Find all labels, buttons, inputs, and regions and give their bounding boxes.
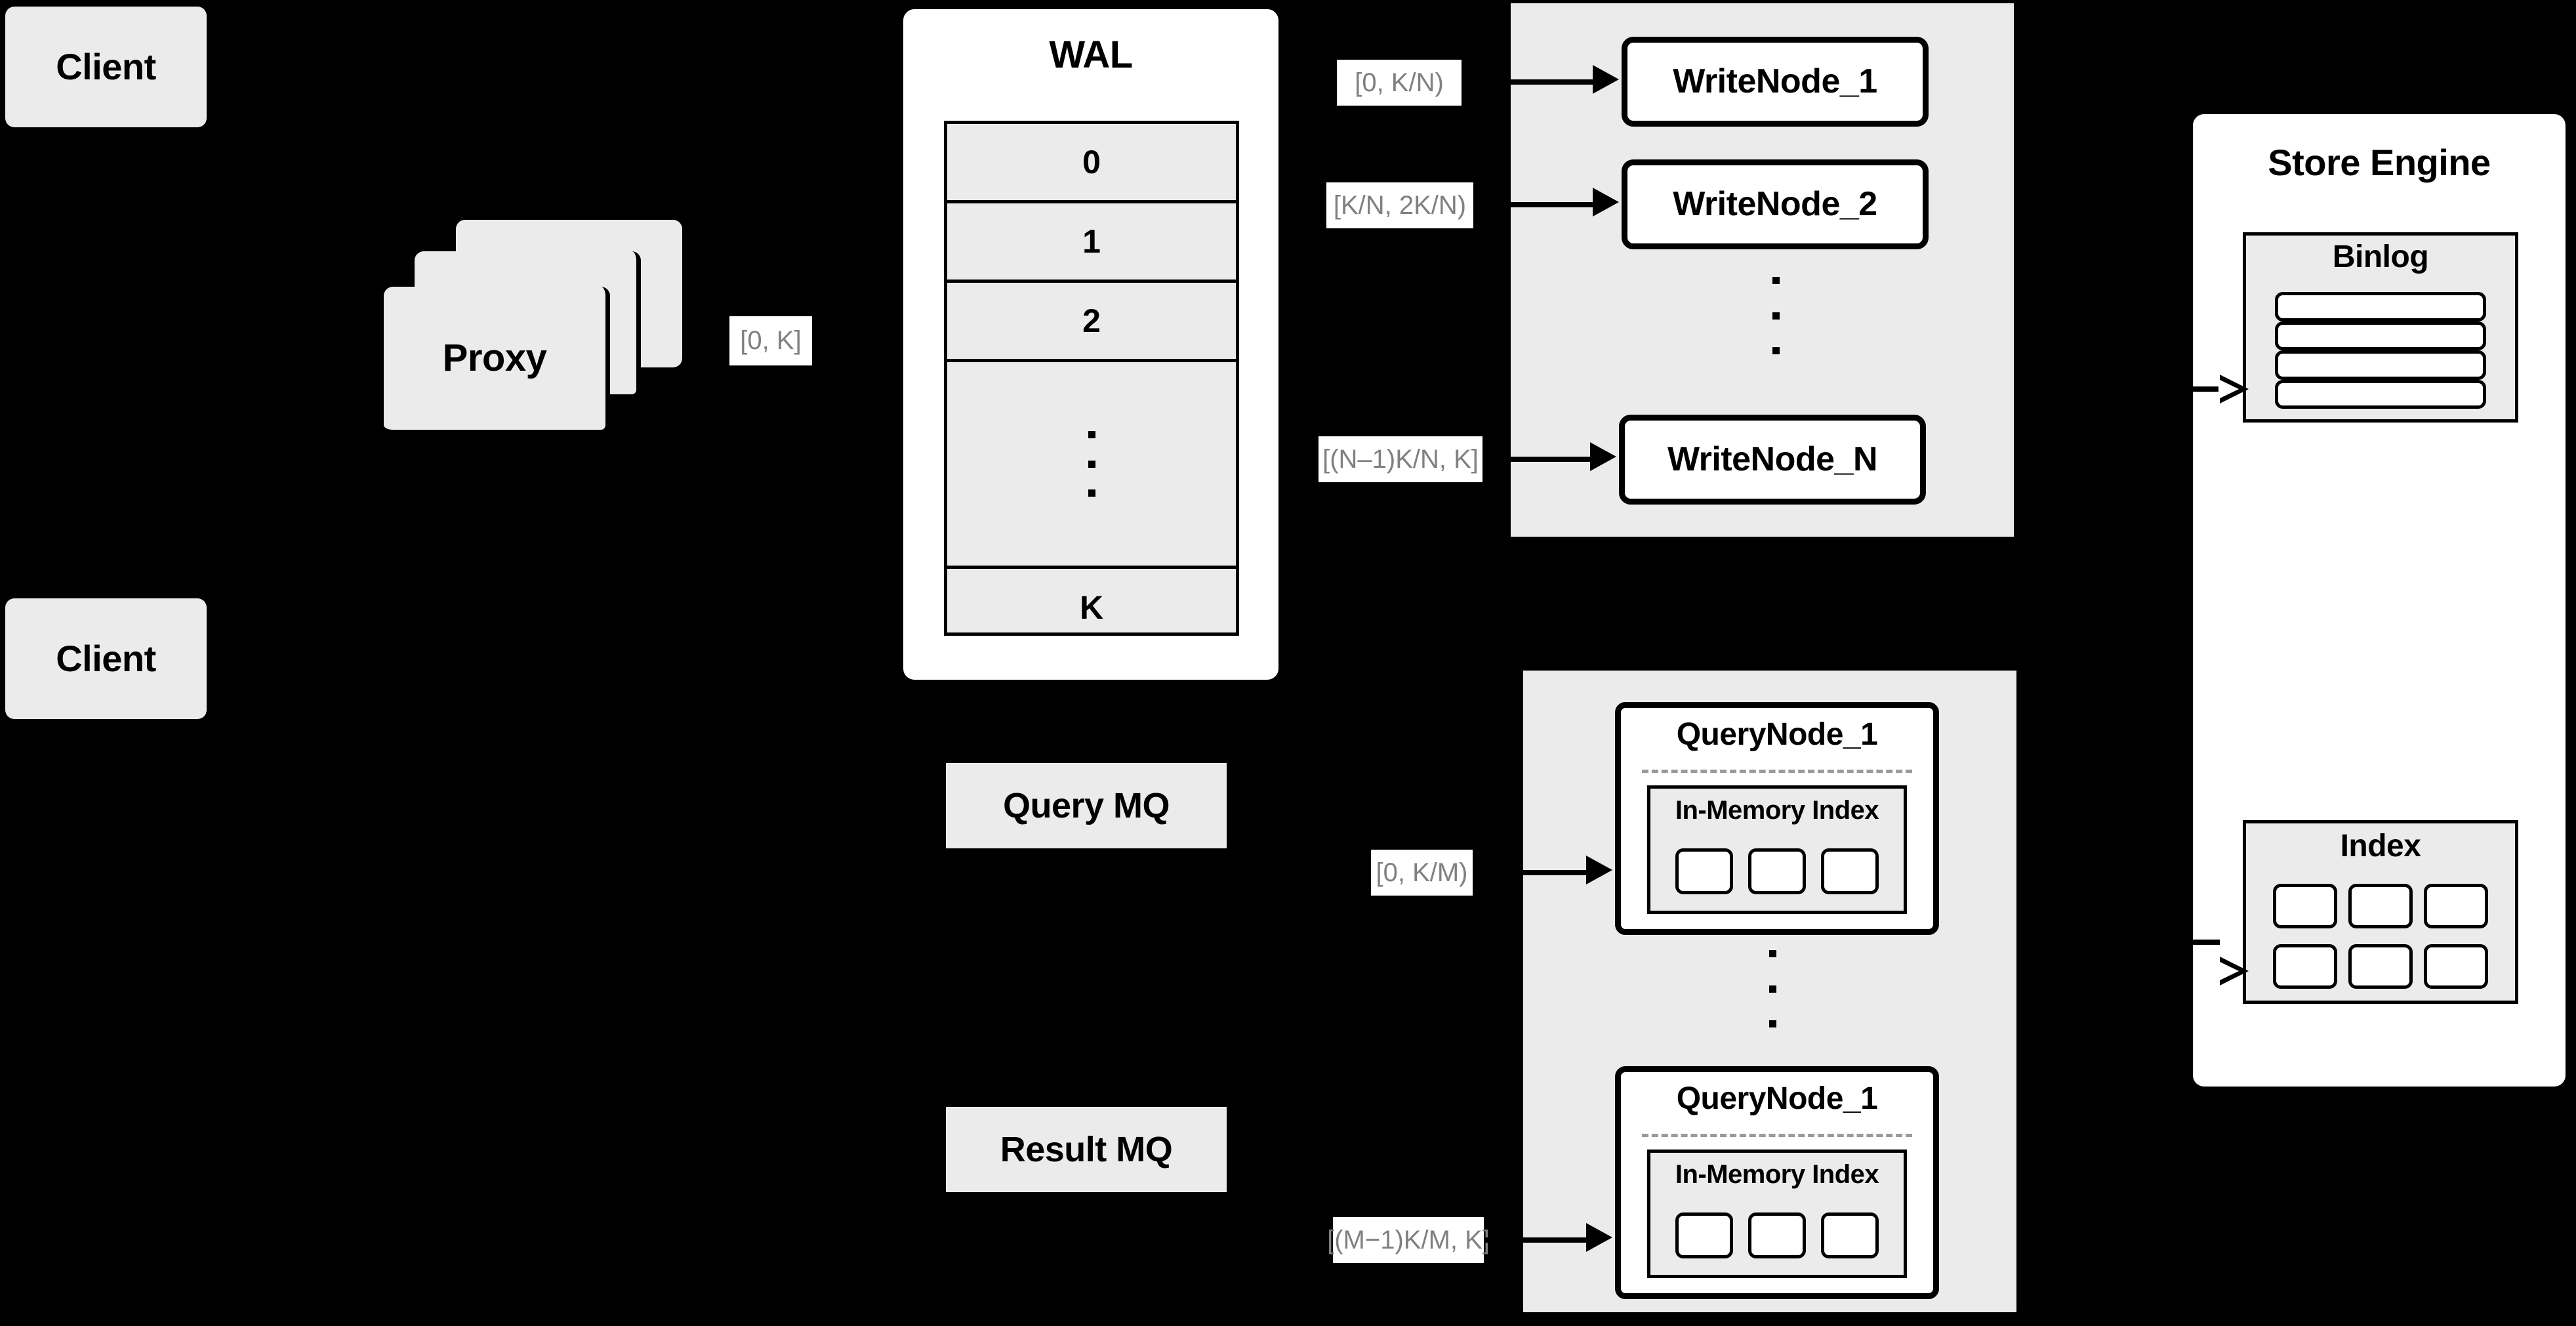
index-cell xyxy=(2348,944,2413,989)
wal-entry-row: 2 xyxy=(947,283,1236,362)
range-label-query-node-1: [0, K/M) xyxy=(1371,850,1473,896)
query-node-1[interactable]: QueryNode_1 In-Memory Index xyxy=(1615,702,1939,935)
query-mq-label: Query MQ xyxy=(1002,785,1170,825)
index-cell xyxy=(2348,884,2413,928)
index-cell xyxy=(2424,884,2489,928)
arrow-head-open-icon xyxy=(2218,957,2249,985)
index-cell xyxy=(1675,1212,1733,1258)
wal-entry-ellipsis-row xyxy=(947,362,1236,569)
query-cluster-ellipsis-icon xyxy=(1766,950,1779,1027)
write-node-1[interactable]: WriteNode_1 xyxy=(1622,37,1929,127)
in-memory-index-label: In-Memory Index xyxy=(1675,1160,1879,1189)
wal-entry-row: 0 xyxy=(947,124,1236,203)
proxy-box[interactable]: Proxy xyxy=(384,287,610,434)
range-label-proxy-to-wal: [0, K] xyxy=(729,316,812,365)
arrow-head-open-icon xyxy=(2218,375,2249,404)
write-node-n[interactable]: WriteNode_N xyxy=(1619,415,1926,505)
store-engine-title: Store Engine xyxy=(2268,142,2491,183)
write-cluster-ellipsis-icon xyxy=(1769,277,1782,354)
in-memory-index-box: In-Memory Index xyxy=(1647,785,1907,914)
arrow-to-binlog xyxy=(2187,386,2220,392)
range-label-write-node-2: [K/N, 2K/N) xyxy=(1326,182,1473,228)
query-node-m[interactable]: QueryNode_1 In-Memory Index xyxy=(1615,1066,1939,1299)
query-node-label: QueryNode_1 xyxy=(1676,717,1878,752)
index-box: Index xyxy=(2243,820,2518,1004)
wal-entry-table: 0 1 2 K xyxy=(944,121,1239,636)
arrow-head-icon xyxy=(1593,188,1619,217)
range-label-write-node-1: [0, K/N) xyxy=(1337,60,1462,106)
binlog-segment xyxy=(2275,379,2486,409)
index-cell xyxy=(1821,1212,1879,1258)
index-cell xyxy=(2272,944,2337,989)
arrow-to-write-node-1 xyxy=(1462,79,1593,85)
proxy-label: Proxy xyxy=(442,336,547,379)
query-node-label: QueryNode_1 xyxy=(1676,1081,1878,1116)
arrow-to-index xyxy=(2187,940,2220,945)
arrow-to-query-node-1 xyxy=(1473,870,1586,875)
write-node-label: WriteNode_2 xyxy=(1673,185,1877,224)
binlog-title: Binlog xyxy=(2332,239,2429,274)
index-cell xyxy=(1675,848,1733,894)
vertical-ellipsis-icon xyxy=(1088,431,1095,497)
result-mq-label: Result MQ xyxy=(1000,1129,1173,1169)
write-node-2[interactable]: WriteNode_2 xyxy=(1622,159,1929,249)
index-cell xyxy=(2424,944,2489,989)
query-node-divider xyxy=(1642,770,1912,773)
wal-title: WAL xyxy=(1049,33,1133,76)
client-box-1[interactable]: Client xyxy=(5,7,207,127)
wal-entry-row: K xyxy=(1079,589,1104,626)
query-node-divider xyxy=(1642,1134,1912,1137)
wal-panel: WAL 0 1 2 K xyxy=(897,3,1284,686)
index-cell xyxy=(2272,884,2337,928)
write-node-label: WriteNode_1 xyxy=(1673,62,1877,101)
arrow-head-icon xyxy=(1586,856,1612,884)
arrow-head-icon xyxy=(1590,442,1616,471)
result-mq-box[interactable]: Result MQ xyxy=(946,1107,1227,1192)
binlog-segment xyxy=(2275,350,2486,380)
index-cell xyxy=(1821,848,1879,894)
store-engine-panel: Store Engine Binlog Index xyxy=(2187,108,2571,1092)
in-memory-index-box: In-Memory Index xyxy=(1647,1150,1907,1278)
binlog-segment xyxy=(2275,292,2486,321)
binlog-segment xyxy=(2275,321,2486,350)
query-mq-box[interactable]: Query MQ xyxy=(946,763,1227,848)
write-node-label: WriteNode_N xyxy=(1667,440,1878,479)
index-cell xyxy=(1748,1212,1806,1258)
range-label-query-node-m: [(M−1)K/M, K] xyxy=(1327,1217,1490,1263)
in-memory-index-label: In-Memory Index xyxy=(1675,796,1879,825)
client-label: Client xyxy=(56,637,156,679)
client-label: Client xyxy=(56,45,156,87)
arrow-head-icon xyxy=(1593,65,1619,94)
index-title: Index xyxy=(2340,829,2421,863)
arrow-to-query-node-m xyxy=(1484,1237,1586,1243)
arrow-head-icon xyxy=(1586,1223,1612,1252)
index-cell xyxy=(1748,848,1806,894)
arrow-to-write-node-n xyxy=(1482,457,1590,462)
range-label-write-node-n: [(N–1)K/N, K] xyxy=(1319,436,1482,482)
client-box-2[interactable]: Client xyxy=(5,598,207,719)
arrow-to-write-node-2 xyxy=(1473,202,1593,207)
wal-entry-row: 1 xyxy=(947,203,1236,283)
binlog-box: Binlog xyxy=(2243,232,2518,423)
